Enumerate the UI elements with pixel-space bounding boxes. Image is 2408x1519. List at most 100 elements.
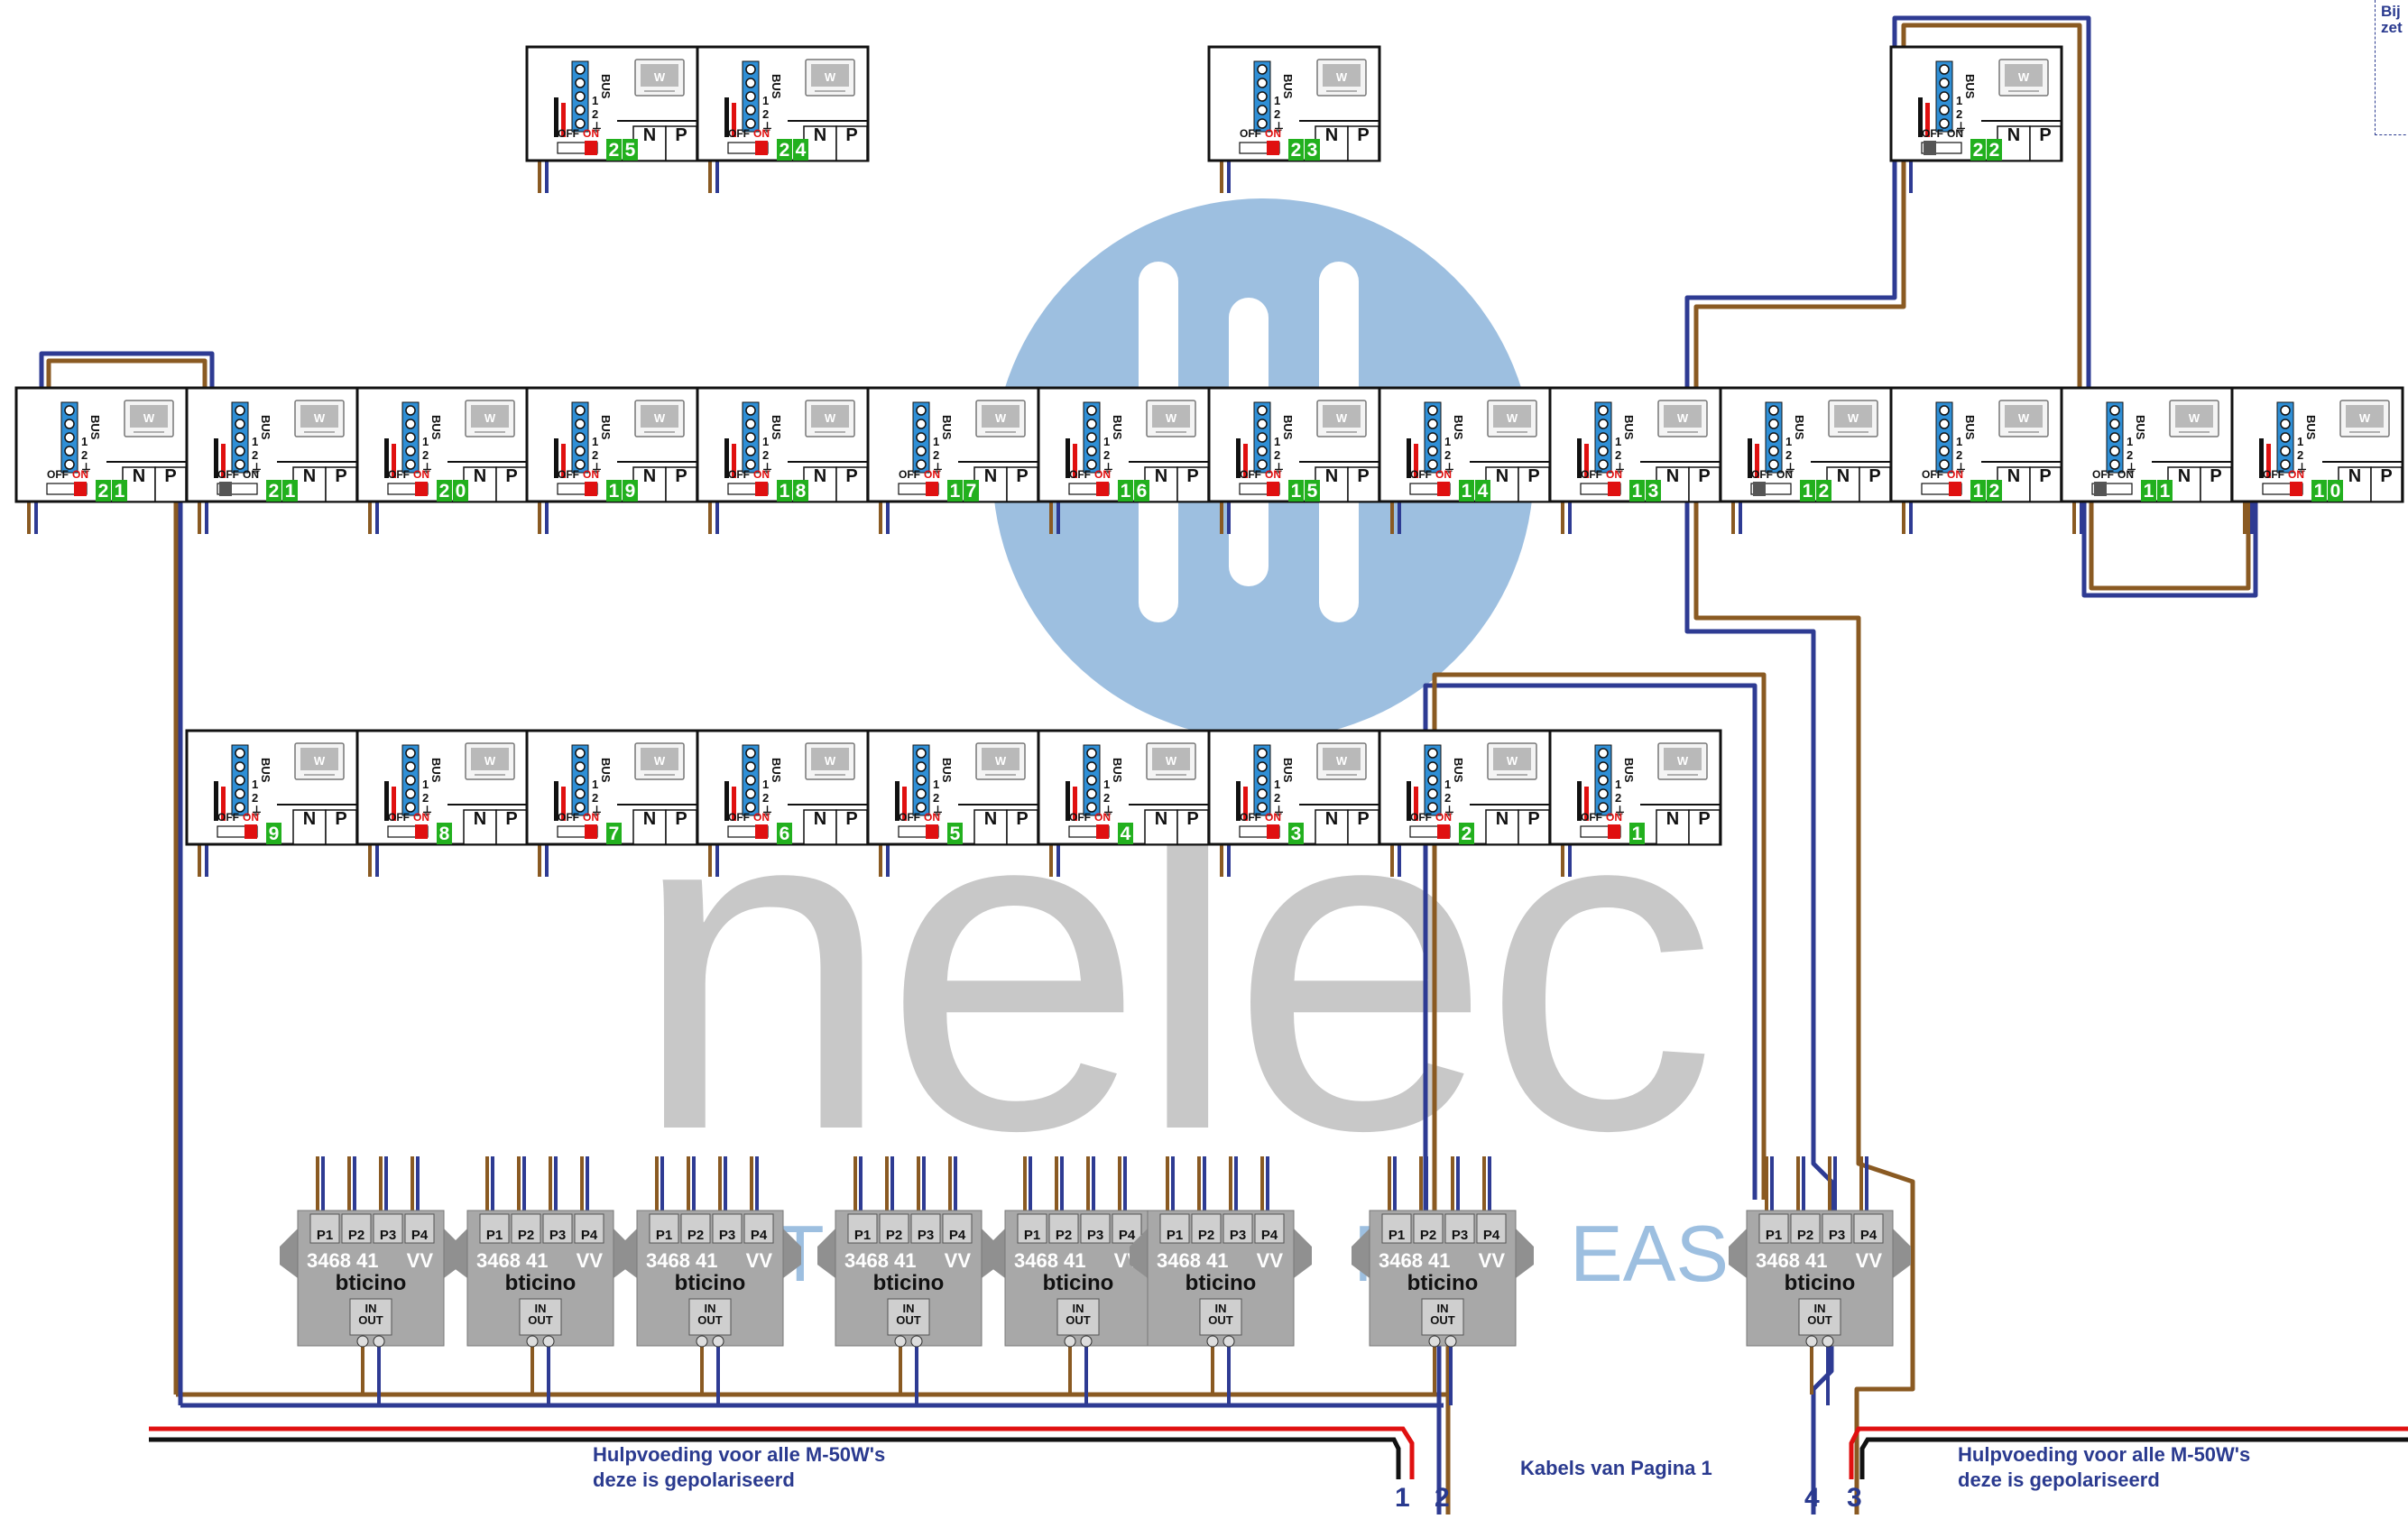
n-label: N [1325, 809, 1338, 829]
switch-off-label: OFF [1922, 468, 1943, 481]
p-label: P [2210, 466, 2221, 486]
terminal-screw [235, 788, 245, 799]
n-cell [803, 466, 837, 502]
p-label: P [1016, 809, 1028, 829]
p-cell [1688, 809, 1721, 845]
terminal-screw [745, 432, 756, 443]
distributor-port [1413, 1213, 1444, 1244]
distributor-port-label: P3 [719, 1228, 735, 1243]
distributor-screw [910, 1335, 923, 1348]
bus-label: BUS [1622, 415, 1636, 440]
unit-number-box [2328, 480, 2343, 502]
terminal-2-label: 2 [1956, 448, 1962, 462]
distributor-in-label: IN [1073, 1302, 1084, 1315]
switch-on-label: ON [1265, 127, 1281, 140]
n-label: N [1155, 466, 1167, 486]
terminal-screw [745, 802, 756, 813]
terminal-screw [575, 405, 586, 416]
switch-off-label: OFF [388, 811, 410, 824]
terminal-ground-label: ⏚ [1955, 462, 1967, 475]
unit-number-digit: 2 [269, 481, 280, 502]
unit-number-box [1118, 823, 1133, 844]
switch-off-label: OFF [1240, 468, 1261, 481]
switch-knob [415, 824, 428, 839]
terminal-screw [575, 788, 586, 799]
unit-number-digit: 1 [1462, 481, 1472, 502]
switch-on-label: ON [753, 811, 770, 824]
unit-number-digit: 1 [780, 481, 790, 502]
terminal-screw [405, 788, 416, 799]
n-label: N [2348, 466, 2361, 486]
unit-number-digit: 3 [1307, 140, 1318, 161]
aux-power-black [554, 781, 558, 821]
terminal-ground-label: ⏚ [1273, 121, 1285, 134]
terminal-screw [1939, 405, 1950, 416]
switch-knob [415, 482, 428, 496]
n-cell [292, 466, 327, 502]
terminal-screw [1257, 446, 1268, 456]
switch-on-label: ON [1776, 468, 1793, 481]
switch-off-label: OFF [1410, 811, 1432, 824]
terminal-1-label: 1 [422, 435, 429, 448]
aux-power-red [2266, 444, 2271, 478]
terminal-screw [1257, 91, 1268, 102]
monitor-screen [471, 748, 509, 770]
distributor-port-label: P4 [1483, 1228, 1500, 1243]
distributor-brand: bticino [675, 1271, 746, 1295]
terminal-screw [1086, 419, 1097, 429]
aux-power-black [384, 781, 389, 821]
aux-power-red [1073, 787, 1077, 821]
switch-on-label: ON [413, 811, 429, 824]
distributor-port [1381, 1213, 1412, 1244]
n-label: N [984, 466, 997, 486]
n-cell [1826, 466, 1860, 502]
distributor-ear-left [280, 1229, 298, 1278]
unit-number-box [1629, 480, 1645, 502]
switch-off-label: OFF [728, 468, 750, 481]
unit-number-digit: 1 [1632, 481, 1643, 502]
terminal-screw [64, 419, 75, 429]
terminal-screw [1086, 802, 1097, 813]
terminal-screw [916, 446, 927, 456]
monitor-screen [1664, 748, 1702, 770]
distributor-port-label: P3 [918, 1228, 934, 1243]
monitor-key-label: W [825, 70, 836, 84]
n-cell [2167, 466, 2201, 502]
aux-power-black [384, 438, 389, 478]
distributor-port [1159, 1213, 1190, 1244]
terminal-screw [235, 459, 245, 470]
distributor-in-label: IN [903, 1302, 915, 1315]
n-cell [1144, 809, 1178, 845]
terminal-screw [2280, 459, 2291, 470]
aux-power-black [895, 781, 900, 821]
terminal-screw [745, 78, 756, 88]
terminal-screw [1257, 459, 1268, 470]
power-feeds [149, 1426, 2408, 1479]
distributor-port [910, 1213, 941, 1244]
monitor-screen [2346, 405, 2384, 428]
unit-number-digit: 1 [285, 481, 296, 502]
p-cell [2029, 125, 2062, 161]
distributor-out-label: OUT [697, 1313, 723, 1327]
distributor-model: 3468 41 [646, 1249, 718, 1272]
terminal-1-label: 1 [762, 435, 769, 448]
unit-number-box [1970, 480, 1986, 502]
terminal-screw [2280, 405, 2291, 416]
n-label: N [643, 809, 656, 829]
terminal-2-label: 2 [592, 791, 598, 805]
distributor-model: 3468 41 [844, 1249, 917, 1272]
terminal-screw [1768, 459, 1779, 470]
switch-knob [2094, 482, 2107, 496]
unit-number-box [1646, 480, 1661, 502]
p-cell [665, 466, 697, 502]
